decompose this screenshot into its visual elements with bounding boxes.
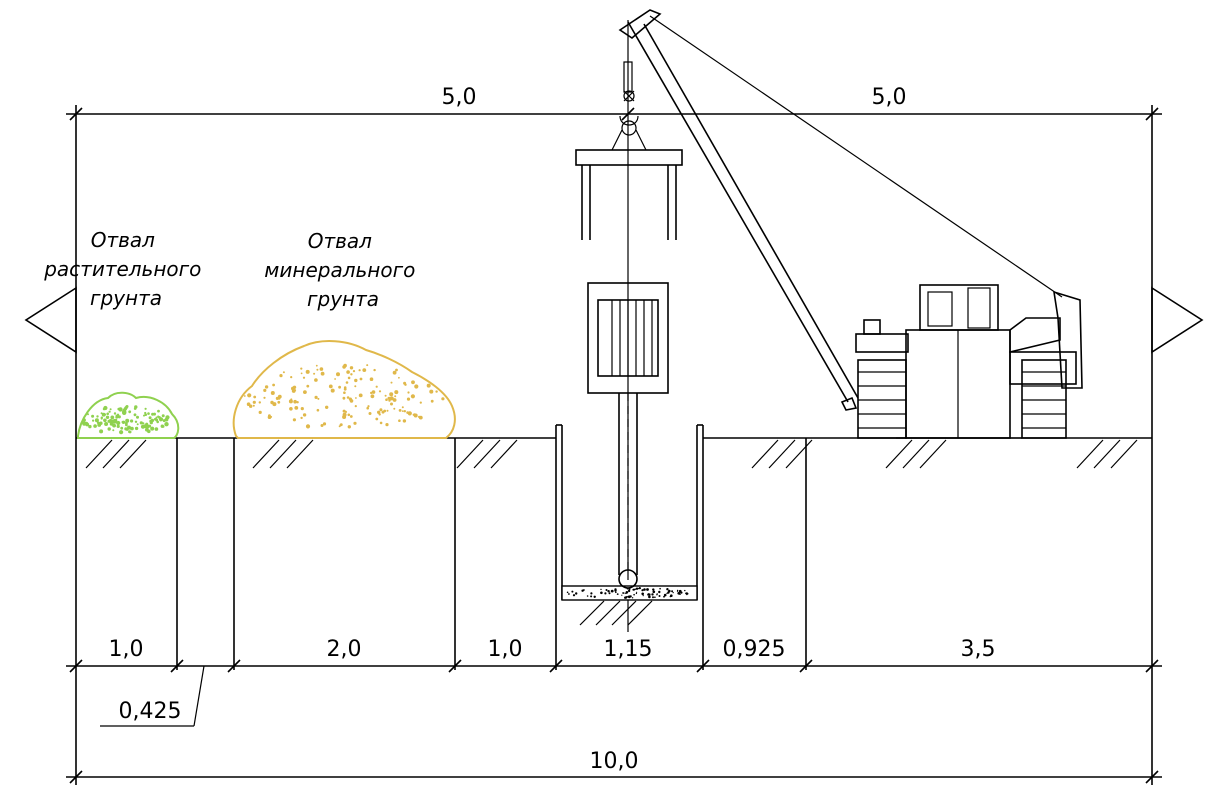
dim-gap-callout: 0,425 [119,699,182,724]
callout-leader: 0,425 [100,665,205,727]
total-dimension: 10,0 [66,749,1162,784]
bedding-texture [566,587,689,599]
lifting-beam [575,149,683,166]
dim-trench-width: 1,15 [604,637,653,662]
mineral-texture [243,363,445,429]
trench [555,424,704,670]
topsoil-spoil-label: Отвал растительного грунта [43,228,208,310]
dim-topsoil-width: 1,0 [109,637,144,662]
topsoil-texture [82,405,170,435]
dim-equipment-width: 3,5 [961,637,996,662]
top-dimension: 5,0 5,0 [66,85,1162,121]
right-side-marker [1151,286,1204,354]
dim-total-width: 10,0 [590,749,639,774]
ground-hatching [85,439,1138,469]
zone-dividers [176,438,807,670]
left-side-marker [24,286,77,354]
pipe-string [618,393,638,589]
mineral-spoil-label: Отвал минерального грунта [264,229,421,311]
dim-mineral-width: 2,0 [327,637,362,662]
bottom-dimension: 1,0 2,0 1,0 1,15 0,925 3,5 [66,637,1162,673]
top-left-dimension: 5,0 [442,85,477,110]
topsoil-spoil-pile [77,391,180,439]
boundary-lines [75,105,1153,785]
dim-berm-width: 1,0 [488,637,523,662]
pipelayer-tractor [855,284,1083,439]
top-right-dimension: 5,0 [872,85,907,110]
pipe-coil-drum [587,282,669,394]
crane-boom [618,9,1063,411]
dim-gap-width: 0,925 [723,637,786,662]
